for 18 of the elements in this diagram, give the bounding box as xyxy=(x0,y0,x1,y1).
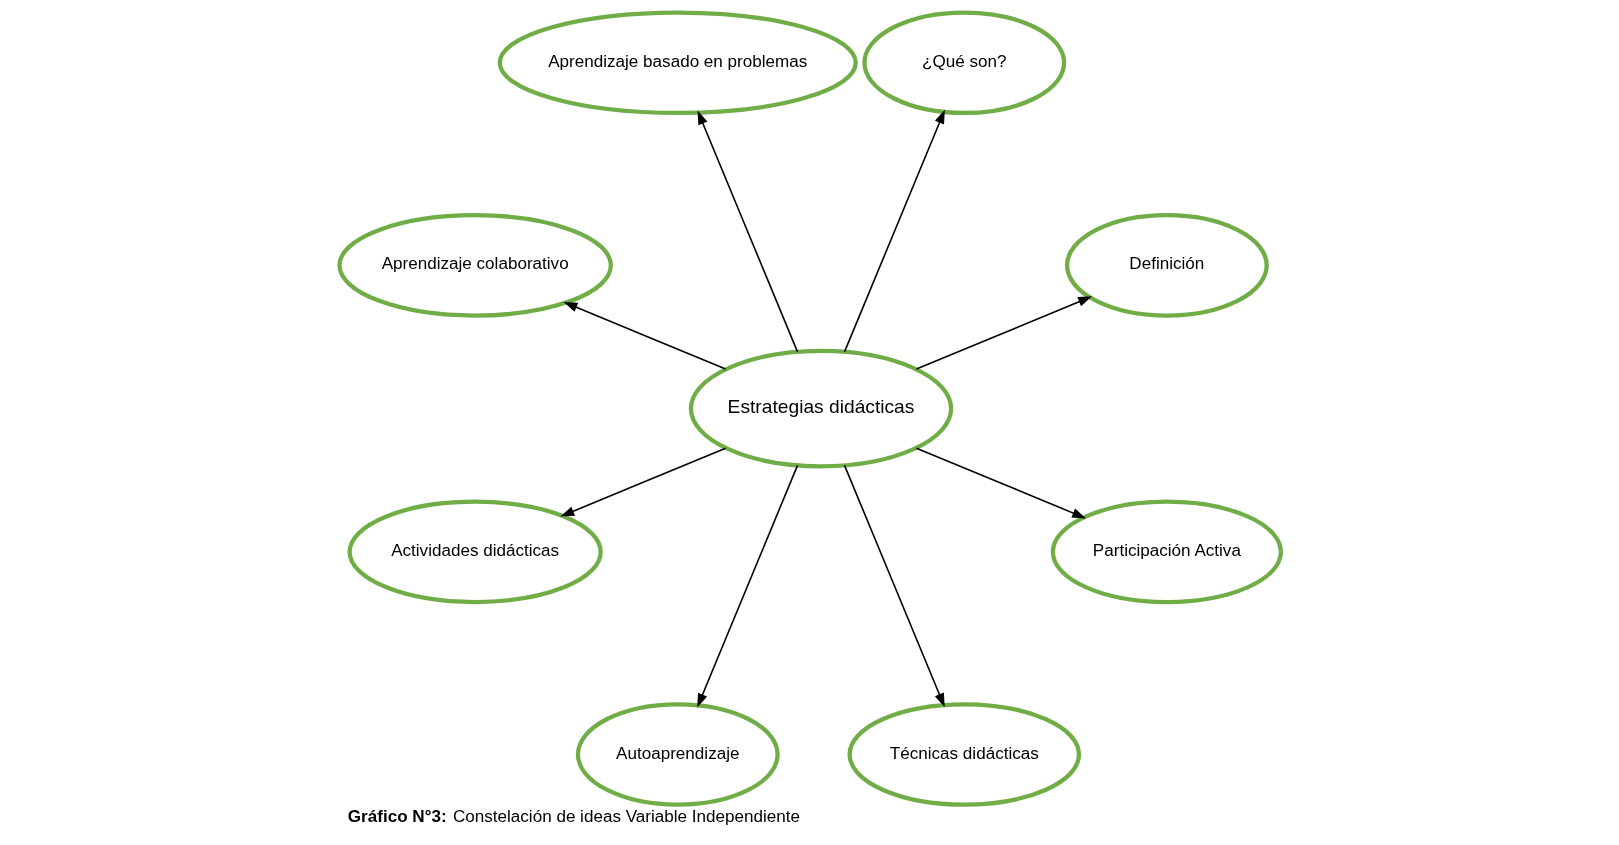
node-ellipse: Aprendizaje basado en problemas xyxy=(497,10,858,116)
node-ellipse: Técnicas didácticas xyxy=(846,702,1081,807)
arrow xyxy=(915,447,1086,519)
arrow xyxy=(843,464,945,708)
node-ellipse: Autoaprendizaje xyxy=(575,702,780,807)
caption: Gráfico N°3: Constelación de ideas Variable Independiente xyxy=(347,806,800,826)
node-ellipse: Participación Activa xyxy=(1050,499,1283,605)
node-ellipse: Estrategias didácticas xyxy=(688,348,953,469)
node-ellipse: Aprendizaje colaborativo xyxy=(336,213,613,318)
node-ellipse: Definición xyxy=(1064,213,1269,318)
arrow xyxy=(559,447,726,517)
arrow xyxy=(696,464,798,708)
node-ellipse: ¿Qué son? xyxy=(861,10,1066,116)
node-ellipse: Actividades didácticas xyxy=(347,499,603,605)
arrow xyxy=(563,301,726,370)
arrow xyxy=(843,109,945,353)
arrow xyxy=(915,296,1092,370)
arrow xyxy=(697,110,798,353)
